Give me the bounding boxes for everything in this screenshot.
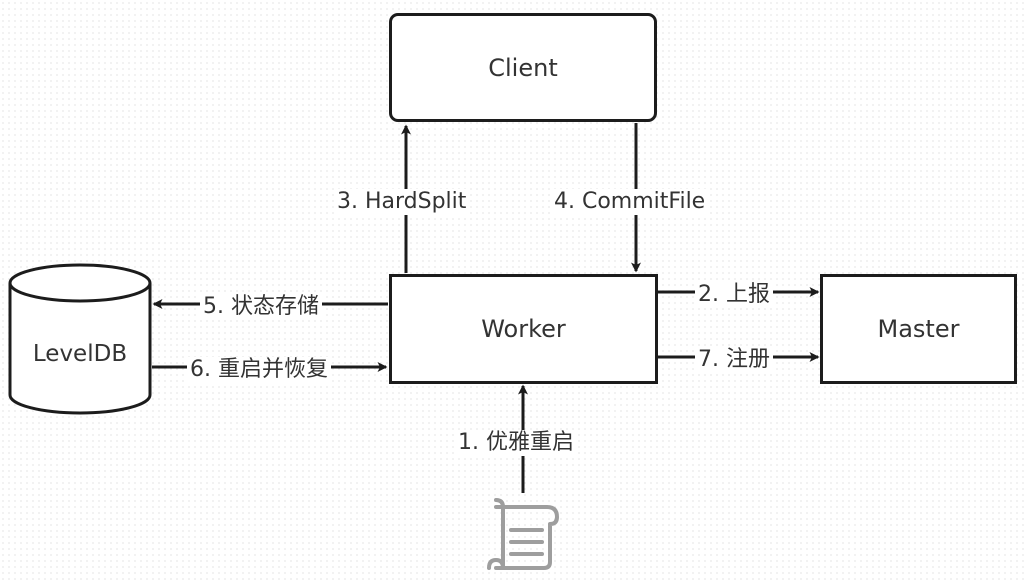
label-register: 7. 注册 — [695, 347, 773, 373]
leveldb-label: LevelDB — [32, 341, 128, 367]
master-node: Master — [820, 274, 1017, 384]
client-label: Client — [488, 53, 558, 82]
worker-node: Worker — [389, 274, 658, 384]
document-icon — [487, 498, 559, 570]
label-hardsplit: 3. HardSplit — [334, 189, 470, 215]
label-state-store: 5. 状态存储 — [200, 294, 322, 320]
master-label: Master — [877, 315, 960, 343]
worker-label: Worker — [481, 315, 566, 343]
label-commitfile: 4. CommitFile — [551, 189, 709, 215]
client-node: Client — [389, 13, 657, 122]
leveldb-cylinder — [8, 263, 152, 415]
label-report: 2. 上报 — [695, 282, 773, 308]
label-graceful-restart: 1. 优雅重启 — [455, 430, 577, 456]
label-restart-recover: 6. 重启并恢复 — [187, 357, 331, 383]
